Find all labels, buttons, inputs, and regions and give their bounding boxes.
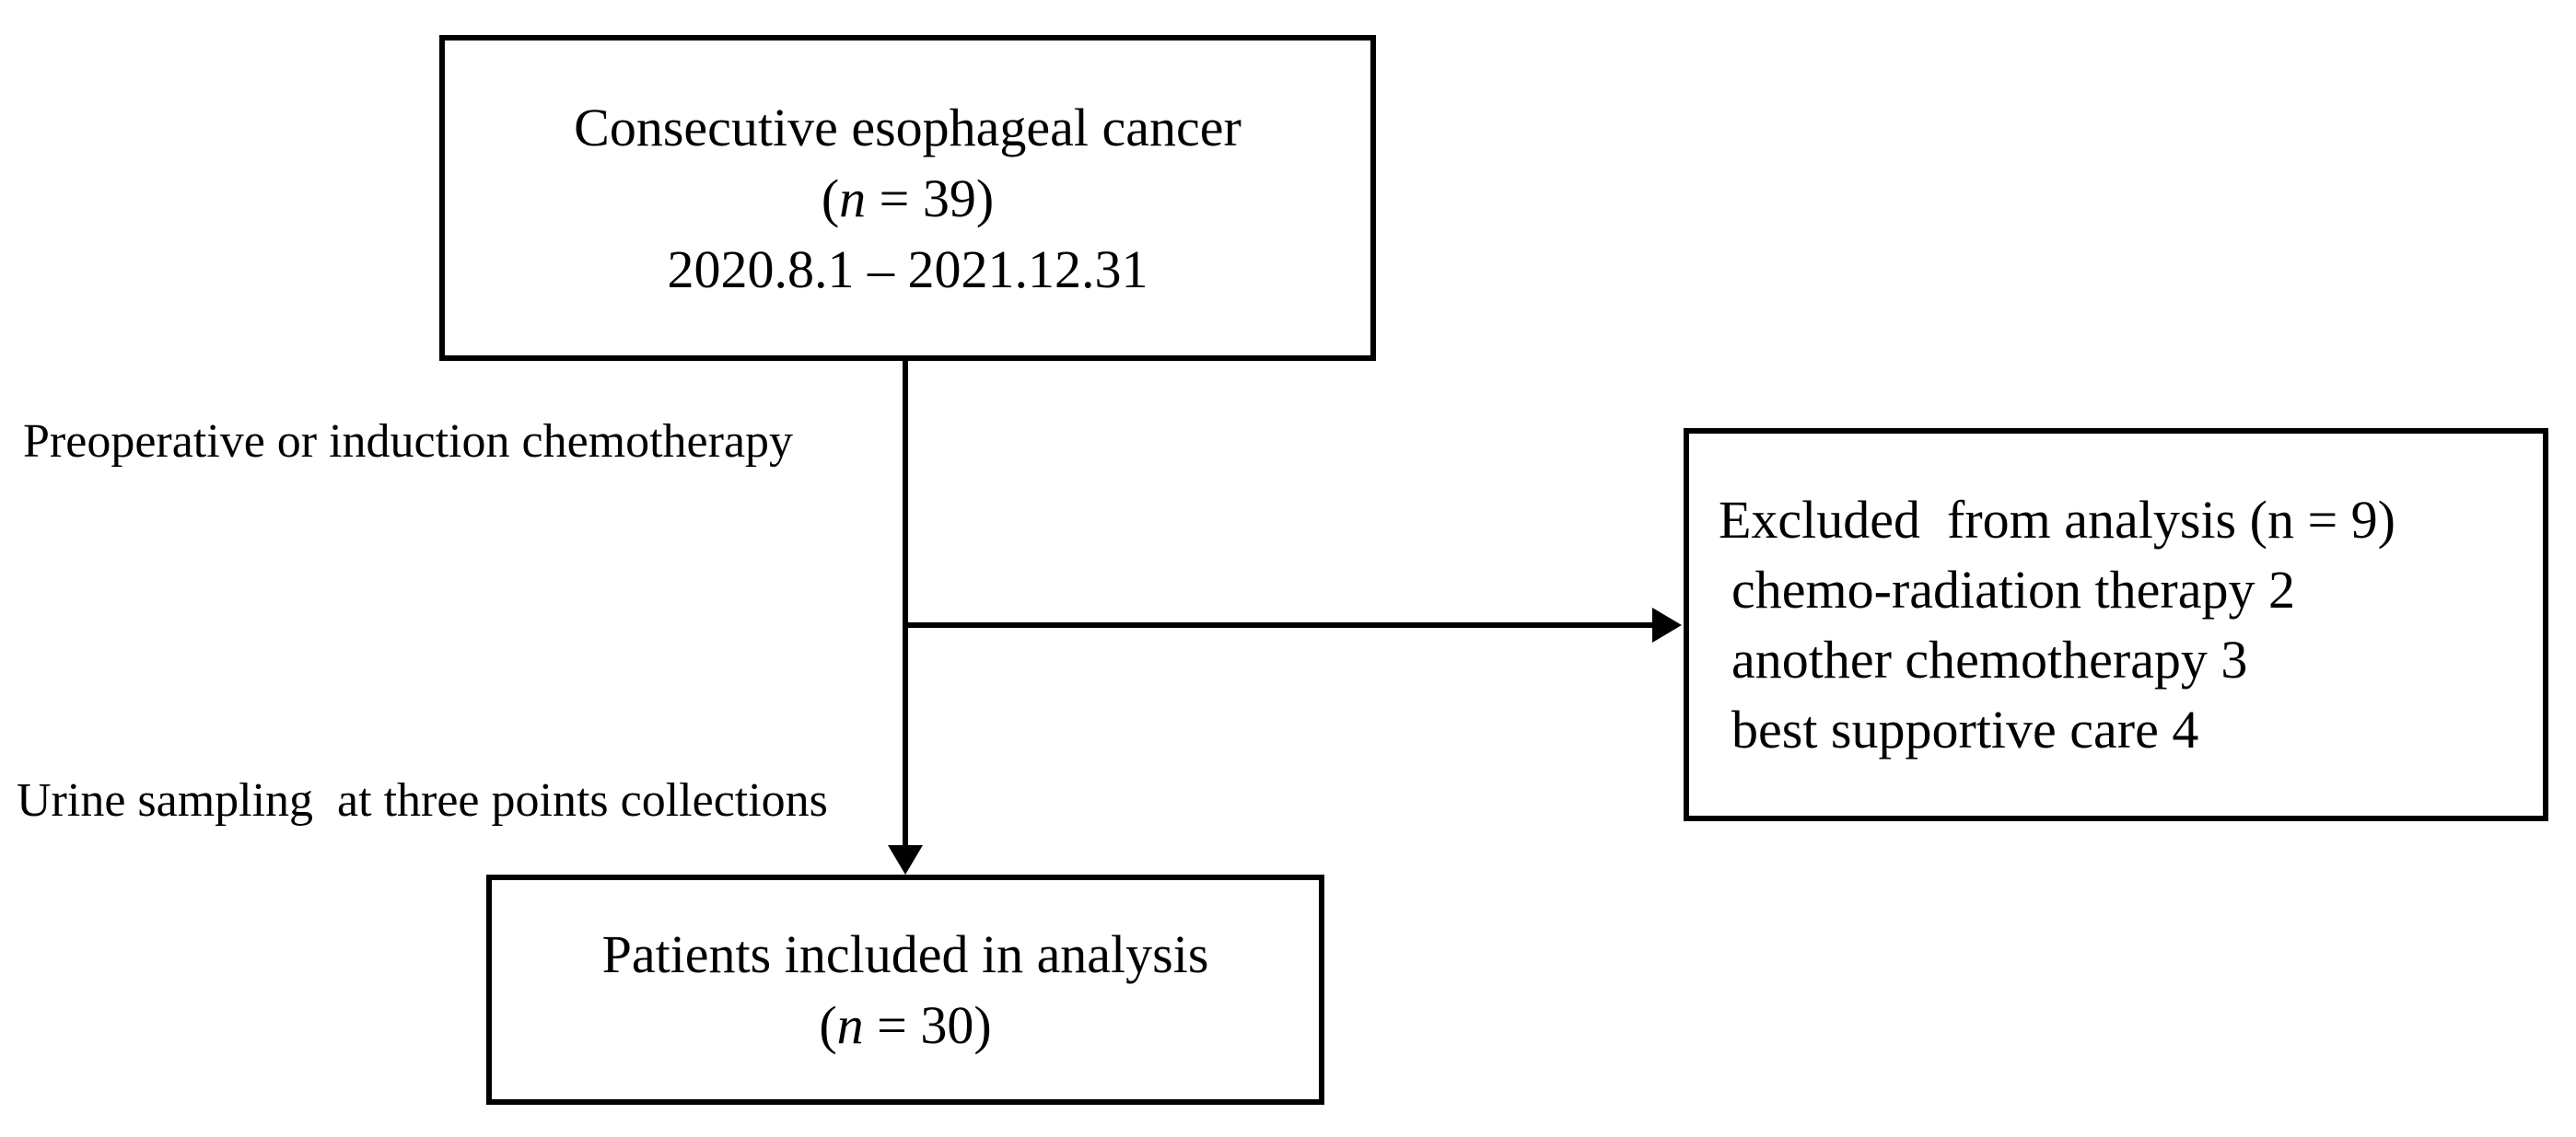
enrollment-count-value: = 39): [866, 168, 995, 228]
excluded-box: Excluded from analysis (n = 9) chemo-rad…: [1684, 428, 2548, 821]
enrollment-title: Consecutive esophageal cancer: [574, 97, 1241, 157]
right-arrowhead-icon: [1652, 608, 1682, 643]
enrollment-count-n: n: [839, 168, 867, 228]
included-count-n: n: [836, 995, 864, 1055]
included-count-value: = 30): [863, 995, 992, 1055]
process-label-chemotherapy: Preoperative or induction chemotherapy: [23, 415, 794, 468]
included-count-open: (: [819, 995, 837, 1055]
trunk-connector-line: [903, 361, 908, 847]
enrollment-count-open: (: [821, 168, 840, 228]
excluded-item-another-chemotherapy: another chemotherapy 3: [1731, 629, 2248, 690]
excluded-item-best-supportive-care: best supportive care 4: [1731, 699, 2199, 760]
down-arrowhead-icon: [888, 845, 923, 875]
enrollment-count: (n = 39): [445, 163, 1370, 234]
included-box: Patients included in analysis (n = 30): [486, 875, 1324, 1105]
enrollment-date-range: 2020.8.1 – 2021.12.31: [667, 238, 1148, 299]
included-count: (n = 30): [492, 990, 1319, 1061]
process-label-urine-sampling: Urine sampling at three points collectio…: [17, 774, 828, 827]
excluded-item-chemo-radiation: chemo-radiation therapy 2: [1731, 559, 2295, 620]
enrollment-box: Consecutive esophageal cancer (n = 39) 2…: [439, 35, 1376, 361]
excluded-title: Excluded from analysis (n = 9): [1719, 489, 2395, 550]
included-title: Patients included in analysis: [601, 924, 1209, 984]
exclusion-branch-line: [903, 622, 1654, 628]
